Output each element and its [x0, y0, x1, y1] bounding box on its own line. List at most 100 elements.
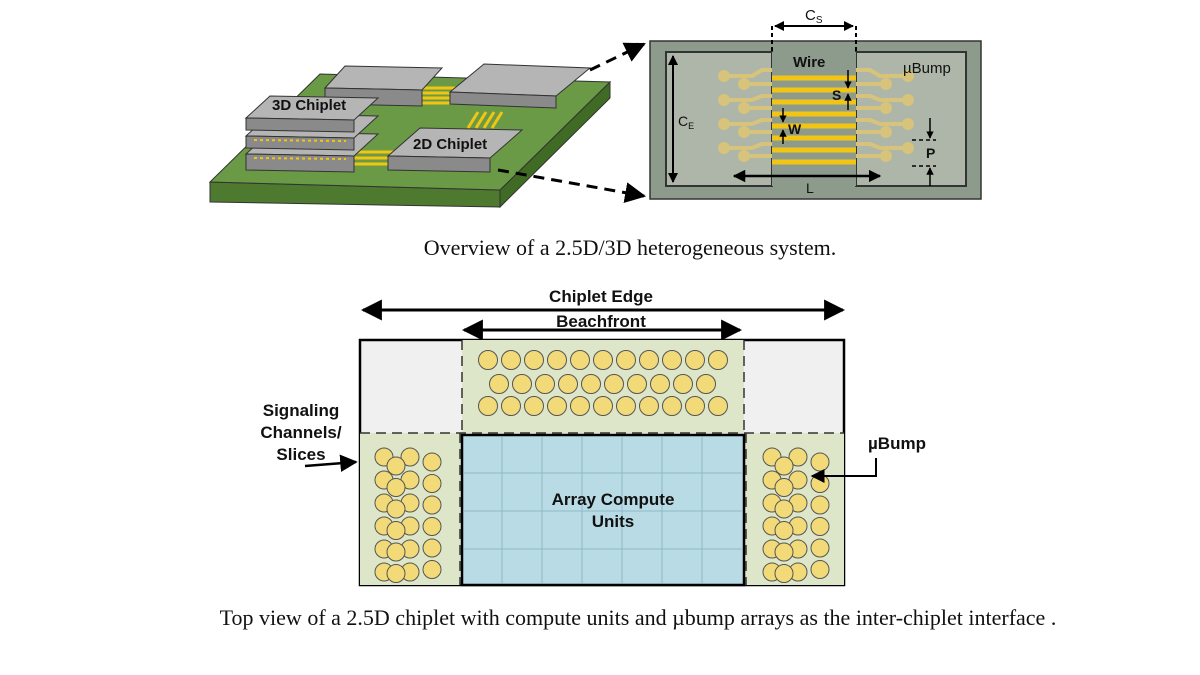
ubump — [386, 478, 406, 497]
detail-bump-traces-left — [724, 68, 772, 158]
ubump — [774, 564, 794, 583]
ubump — [570, 350, 590, 370]
compute-grid — [464, 437, 742, 583]
ubump — [501, 396, 521, 416]
ubump — [512, 374, 532, 394]
ubump — [386, 499, 406, 519]
ubump — [524, 396, 544, 416]
ubump — [386, 521, 406, 540]
label-signaling-line3: Slices — [276, 445, 325, 464]
chiplet-3d-stack: 3D Chiplet — [244, 95, 380, 173]
ubump — [662, 396, 682, 416]
chip-back-left — [323, 65, 444, 91]
ubump — [774, 456, 794, 476]
ubump — [685, 396, 705, 416]
ubump — [422, 560, 442, 579]
ubump — [810, 495, 830, 515]
label-2d-chiplet: 2D Chiplet — [413, 136, 487, 153]
ubump — [616, 350, 636, 370]
svg-text:CS: CS — [805, 7, 823, 26]
ubump — [400, 447, 420, 467]
label-p: P — [926, 145, 935, 161]
ubump — [547, 350, 567, 370]
ubump — [788, 447, 808, 467]
ubump — [386, 542, 406, 562]
ubump — [774, 542, 794, 562]
ubump — [810, 538, 830, 558]
ubump — [581, 374, 601, 394]
ubump — [570, 396, 590, 416]
label-ce-sub: E — [688, 121, 694, 131]
ubump — [422, 538, 442, 558]
ubump — [639, 396, 659, 416]
interconnect-detail: CS CE Wire µBump S W P L — [649, 7, 982, 200]
label-signaling-line2: Channels/ — [260, 423, 342, 442]
ubump — [708, 350, 728, 370]
ubump — [489, 374, 509, 394]
ubump — [604, 374, 624, 394]
ubump — [810, 474, 830, 493]
caption-top: Overview of a 2.5D/3D heterogeneous syst… — [424, 235, 836, 260]
ubump-array-left — [374, 447, 442, 583]
chiplet-2d: 2D Chiplet — [386, 127, 524, 173]
label-l: L — [806, 180, 814, 196]
ubump — [696, 374, 716, 394]
ubump — [422, 517, 442, 536]
label-w: W — [788, 121, 802, 137]
label-ubump-detail: µBump — [903, 60, 951, 77]
ubump — [708, 396, 728, 416]
ubump — [639, 350, 659, 370]
label-chiplet-edge: Chiplet Edge — [549, 287, 653, 306]
ubump — [774, 478, 794, 497]
ubump — [422, 452, 442, 472]
ubump — [593, 350, 613, 370]
ubump — [810, 560, 830, 579]
zoom-arrow-top — [589, 42, 646, 72]
ubump-array-top — [478, 350, 728, 416]
label-cs: C — [805, 7, 816, 24]
ubump — [810, 452, 830, 472]
ubump — [422, 495, 442, 515]
label-ce: C — [678, 113, 688, 129]
chiplet-top-view: Chiplet Edge Beachfront Array Compute Un… — [260, 287, 926, 587]
ubump-array-right — [762, 447, 830, 583]
zoom-arrow-bottom — [497, 168, 647, 204]
label-compute-line2: Units — [592, 512, 635, 531]
ubump — [774, 521, 794, 540]
ubump — [478, 396, 498, 416]
label-compute-line1: Array Compute — [552, 490, 675, 509]
ubump — [547, 396, 567, 416]
ubump — [774, 499, 794, 519]
label-3d-chiplet: 3D Chiplet — [272, 97, 346, 114]
ubump — [535, 374, 555, 394]
wire-channel — [772, 52, 856, 186]
ubump — [810, 517, 830, 536]
label-ubump: µBump — [868, 434, 926, 453]
signaling-arrow — [304, 454, 358, 472]
ubump — [524, 350, 544, 370]
caption-bottom: Top view of a 2.5D chiplet with compute … — [220, 605, 1057, 630]
ubump — [627, 374, 647, 394]
label-s: S — [832, 87, 841, 103]
ubump — [386, 456, 406, 476]
label-wire: Wire — [793, 54, 825, 71]
ubump — [662, 350, 682, 370]
wire-lines — [772, 75, 856, 165]
label-beachfront: Beachfront — [556, 312, 646, 331]
label-signaling-line1: Signaling — [263, 401, 340, 420]
ubump — [673, 374, 693, 394]
ubump — [558, 374, 578, 394]
ubump — [616, 396, 636, 416]
ubump — [478, 350, 498, 370]
svg-text:CE: CE — [678, 113, 694, 131]
compute-array — [460, 433, 746, 587]
ubump — [422, 474, 442, 493]
ubump-arrow — [810, 458, 877, 483]
isometric-package: 3D Chiplet 2D Chiplet — [208, 63, 612, 209]
detail-bump-traces-right — [856, 68, 908, 158]
ubump — [386, 564, 406, 583]
ubump — [593, 396, 613, 416]
ubump — [650, 374, 670, 394]
label-cs-sub: S — [816, 15, 823, 26]
